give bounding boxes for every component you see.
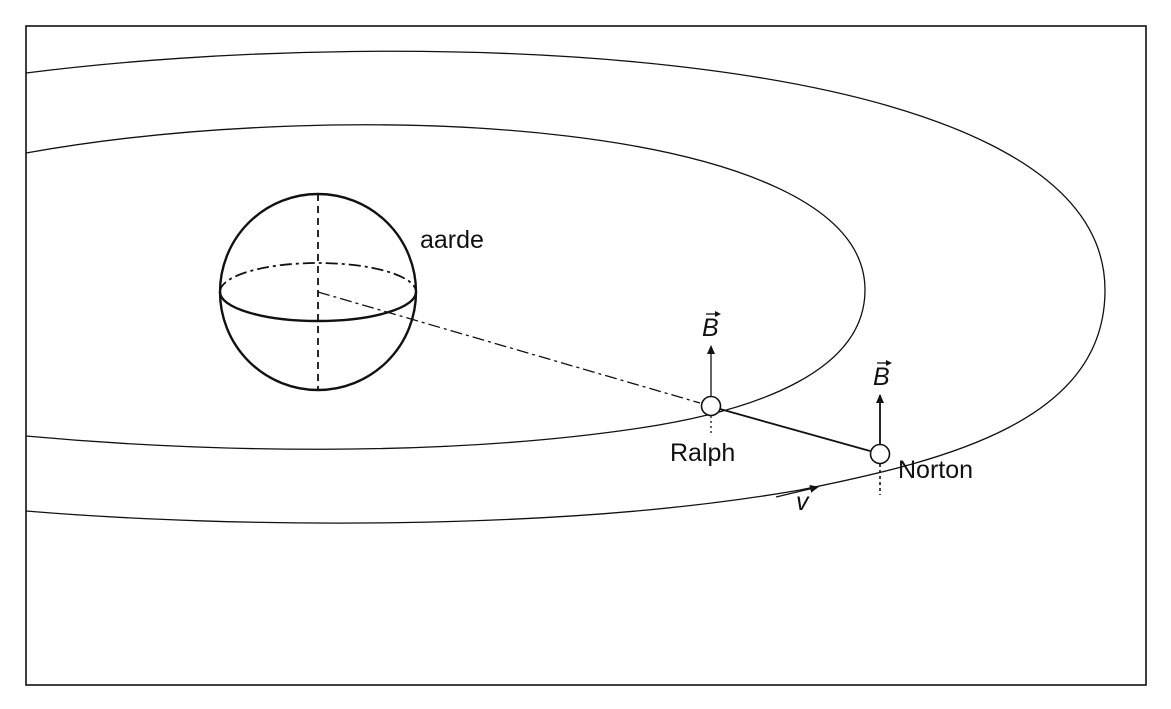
tether-line	[719, 408, 871, 452]
norton-field-symbol: B	[873, 363, 890, 391]
earth-label: aarde	[420, 226, 484, 254]
ralph-marker	[700, 395, 722, 417]
outer-orbit	[25, 50, 1106, 524]
velocity-label: v	[796, 488, 810, 516]
norton-marker	[869, 443, 891, 465]
earth-equator-back	[219, 262, 417, 293]
norton-label: Norton	[898, 456, 973, 484]
ralph-field-label: B	[702, 311, 721, 342]
satellite-norton	[869, 394, 891, 495]
norton-field-vector-tip	[886, 360, 892, 366]
inner-orbit	[25, 124, 866, 450]
diagram-frame	[25, 25, 1147, 686]
earth-ralph-line	[317, 291, 701, 404]
norton-field-label: B	[873, 360, 892, 391]
ralph-field-symbol: B	[702, 314, 719, 342]
satellite-ralph	[700, 345, 722, 436]
ralph-label: Ralph	[670, 439, 735, 467]
ralph-field-vector-tip	[715, 311, 721, 317]
velocity-arrow	[775, 484, 819, 498]
